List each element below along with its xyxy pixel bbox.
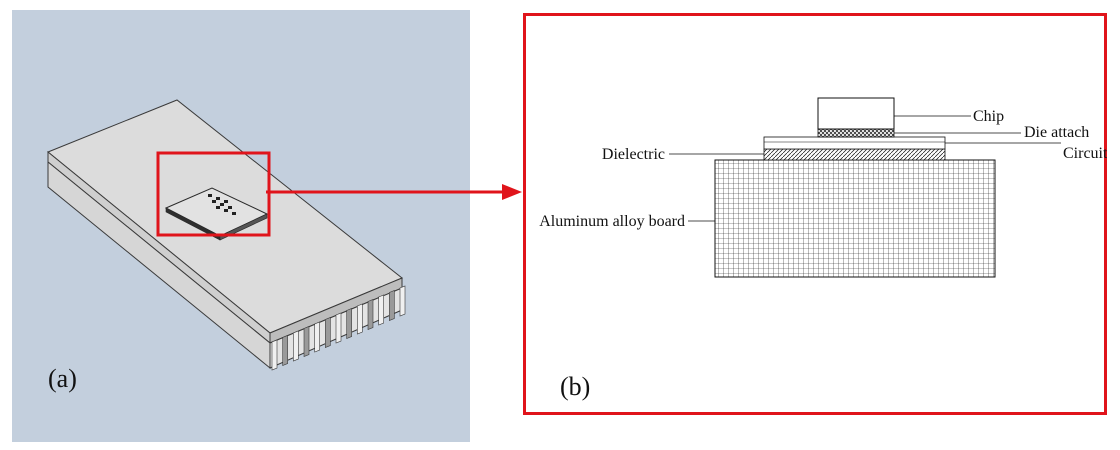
heatsink-fin bbox=[335, 312, 342, 344]
heatsink-fin bbox=[282, 335, 288, 366]
heatsink-fin bbox=[325, 317, 331, 348]
chip-pad bbox=[224, 209, 228, 212]
heatsink-fin bbox=[293, 330, 299, 362]
chip-layer bbox=[817, 97, 895, 130]
panel-a-label: (a) bbox=[48, 364, 77, 393]
chip-pad bbox=[232, 212, 236, 215]
chip-pad-array bbox=[208, 194, 236, 215]
aluminum-board-layer bbox=[714, 159, 996, 278]
heatsink-fins bbox=[271, 285, 406, 371]
chip-pad bbox=[220, 203, 224, 206]
board-label: Aluminum alloy board bbox=[539, 213, 685, 230]
heatsink-fin bbox=[389, 290, 395, 321]
chip-pad bbox=[228, 206, 232, 209]
circuit-label: Circuit bbox=[1063, 145, 1107, 162]
panel-a-3d-view: (a) bbox=[12, 10, 470, 442]
heatsink-fin bbox=[357, 303, 363, 335]
chip-pad bbox=[216, 197, 220, 200]
dielectric-label: Dielectric bbox=[602, 146, 665, 163]
heatsink-fin bbox=[271, 339, 278, 371]
heatsink-fin bbox=[303, 326, 310, 357]
heatsink-fin bbox=[399, 285, 406, 317]
heatsink-module bbox=[47, 99, 406, 371]
heatsink-fin bbox=[367, 299, 374, 330]
panel-b-cross-section: Chip Die attach Circuit Dielectric Alumi… bbox=[523, 13, 1107, 415]
chip-pad bbox=[216, 206, 220, 209]
arrow-head bbox=[502, 184, 522, 200]
die-attach-layer bbox=[817, 128, 895, 138]
circuit-layer bbox=[763, 136, 946, 150]
die-attach-label: Die attach bbox=[1024, 124, 1089, 141]
chip-label: Chip bbox=[973, 108, 1004, 125]
heatsink-fin bbox=[378, 294, 384, 326]
highlight-box bbox=[156, 151, 271, 237]
dielectric-layer bbox=[763, 148, 946, 161]
chip-pad bbox=[208, 194, 212, 197]
chip-pad bbox=[212, 200, 216, 203]
panel-b-label: (b) bbox=[560, 372, 590, 401]
heatsink-fin bbox=[314, 321, 320, 353]
zoom-arrow bbox=[266, 184, 522, 200]
heatsink-fin bbox=[346, 308, 352, 339]
chip-pad bbox=[224, 200, 228, 203]
